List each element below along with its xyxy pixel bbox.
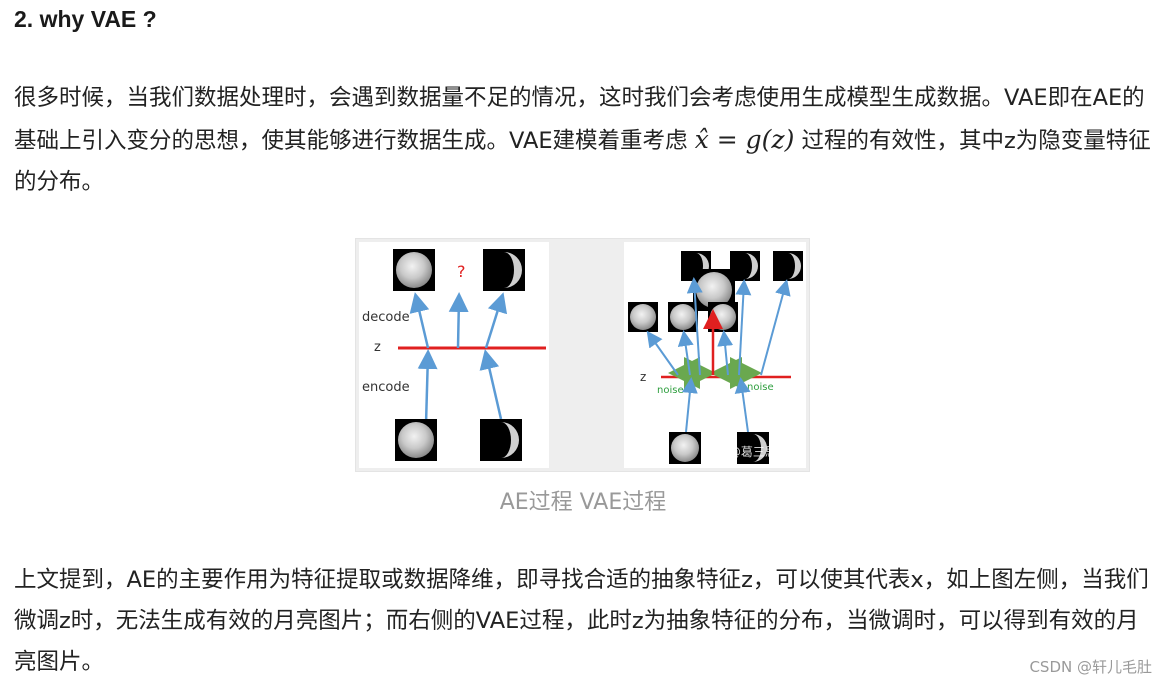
encode-label: encode [362,380,410,395]
vae-panel: z noise noise [624,242,806,468]
math-formula: x̂ = g(z) [694,125,795,154]
z-label: z [640,370,646,384]
intro-text-1: 很多时候，当我们数据处理时，会遇到数据量不足的情况，这时我们会考虑使用生成模型生… [14,85,1145,154]
csdn-watermark: CSDN @轩儿毛肚 [1029,658,1152,676]
z-label: z [374,340,381,355]
section-heading: 2. why VAE ? [14,6,157,32]
moon-image [668,302,698,332]
half-moon-image [480,419,522,461]
decode-arrow [717,330,734,376]
decode-arrow [646,330,679,376]
encode-arrow [417,349,438,425]
moon-image [393,249,435,291]
decode-arrow [760,279,791,376]
decode-label: decode [362,310,410,325]
moon-image [395,419,437,461]
decode-arrow [735,279,752,376]
explanation-paragraph: 上文提到，AE的主要作用为特征提取或数据降维，即寻找合适的抽象特征z，可以使其代… [14,567,1149,675]
ae-vae-figure: ? decode z encode [355,238,810,472]
ae-panel: ? decode z encode [359,242,549,468]
intro-paragraph: 很多时候，当我们数据处理时，会遇到数据量不足的情况，这时我们会考虑使用生成模型生… [14,78,1154,203]
figure-svg: ? decode z encode [359,242,806,468]
figure-caption: AE过程 VAE过程 [499,490,667,515]
encode-arrow [479,349,503,420]
noise-label: noise [747,382,774,393]
moon-image [669,432,701,464]
image-watermark: 知乎 @葛三思 [701,445,777,459]
decode-arrow [686,277,703,376]
half-moon-image [773,251,803,281]
decode-arrow [484,292,508,349]
noise-label: noise [657,385,684,396]
encode-arrow [681,377,698,433]
decode-arrow [409,292,430,349]
intro-text-2: 过程的有效性，其中z为隐变量特征的分布。 [14,128,1151,195]
encode-arrow [734,377,751,433]
decode-arrow [448,292,469,349]
moon-image [628,302,658,332]
half-moon-image [483,249,525,291]
half-moon-image [737,432,769,464]
question-mark: ? [457,262,466,281]
decode-arrow [677,330,694,376]
